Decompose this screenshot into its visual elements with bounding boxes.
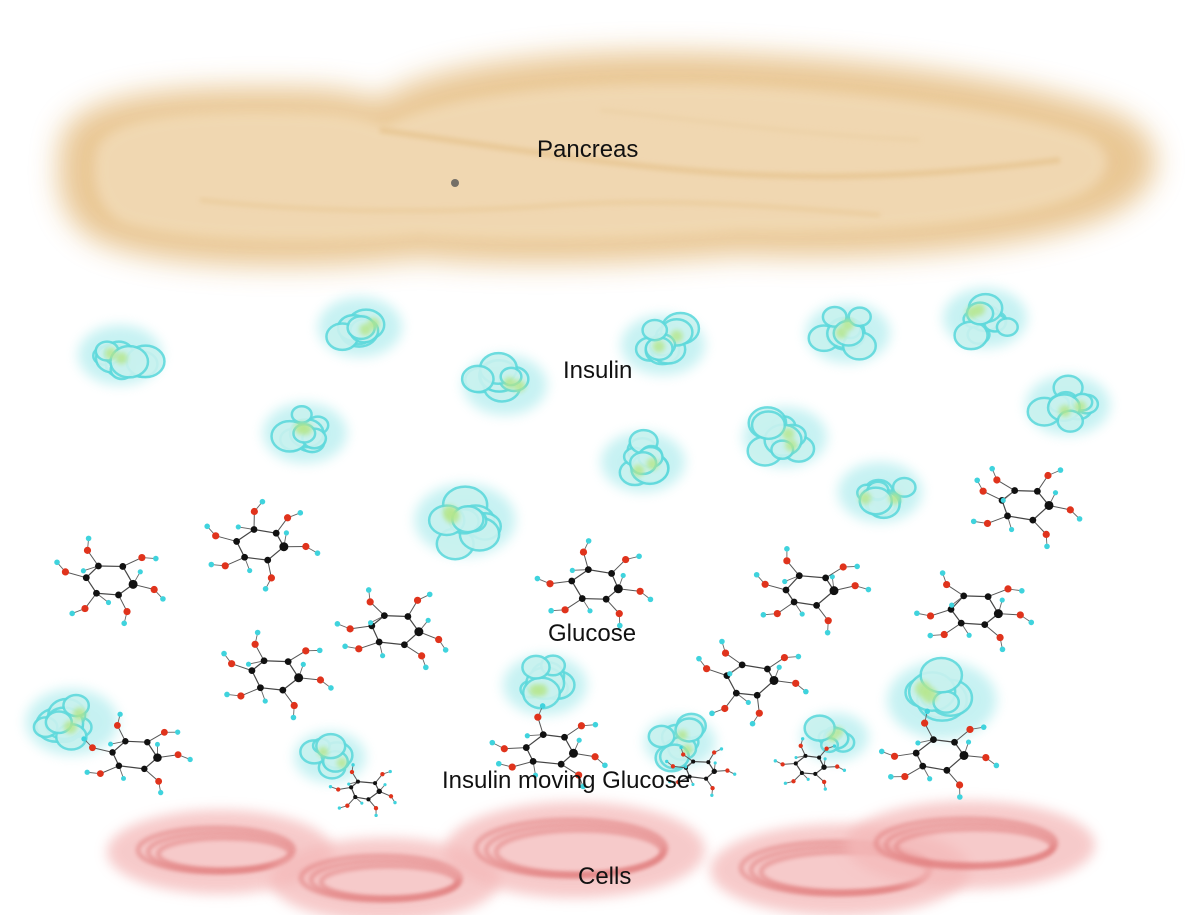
glucose-molecule (335, 587, 449, 670)
insulin-molecule (294, 732, 365, 783)
insulin-molecule (621, 313, 705, 375)
insulin-label: Insulin (563, 359, 632, 383)
insulin-molecule (601, 430, 685, 492)
cells-label: Cells (578, 865, 631, 889)
glucose-molecule (204, 499, 320, 592)
glucose-label: Glucose (548, 622, 636, 646)
insulin-molecule (801, 713, 868, 761)
insulin-molecule (462, 353, 547, 415)
glucose-molecule (696, 639, 808, 727)
cell (845, 801, 1095, 889)
pancreas-label: Pancreas (537, 138, 638, 162)
insulin-molecule (78, 325, 164, 385)
insulin-molecule (838, 462, 922, 522)
glucose-molecule (535, 538, 654, 628)
insulin-molecule (806, 303, 890, 363)
insulin-molecule (26, 689, 118, 755)
cell (445, 802, 705, 898)
cells-group (107, 801, 1095, 915)
insulin-molecule (743, 407, 827, 467)
glucose-molecule (971, 466, 1082, 549)
insulin-moving-glucose-label: Insulin moving Glucose (442, 769, 690, 793)
glucose-molecule (221, 630, 334, 721)
insulin-molecule (318, 297, 402, 357)
insulin-molecule (943, 288, 1027, 349)
glucose-molecule (54, 536, 166, 627)
glucose-molecule (914, 570, 1034, 652)
glucose-molecule (754, 546, 871, 635)
insulin-molecule (263, 403, 347, 463)
insulin-molecule (415, 484, 516, 559)
insulin-molecule (1026, 375, 1110, 435)
insulin-molecule (887, 658, 996, 739)
